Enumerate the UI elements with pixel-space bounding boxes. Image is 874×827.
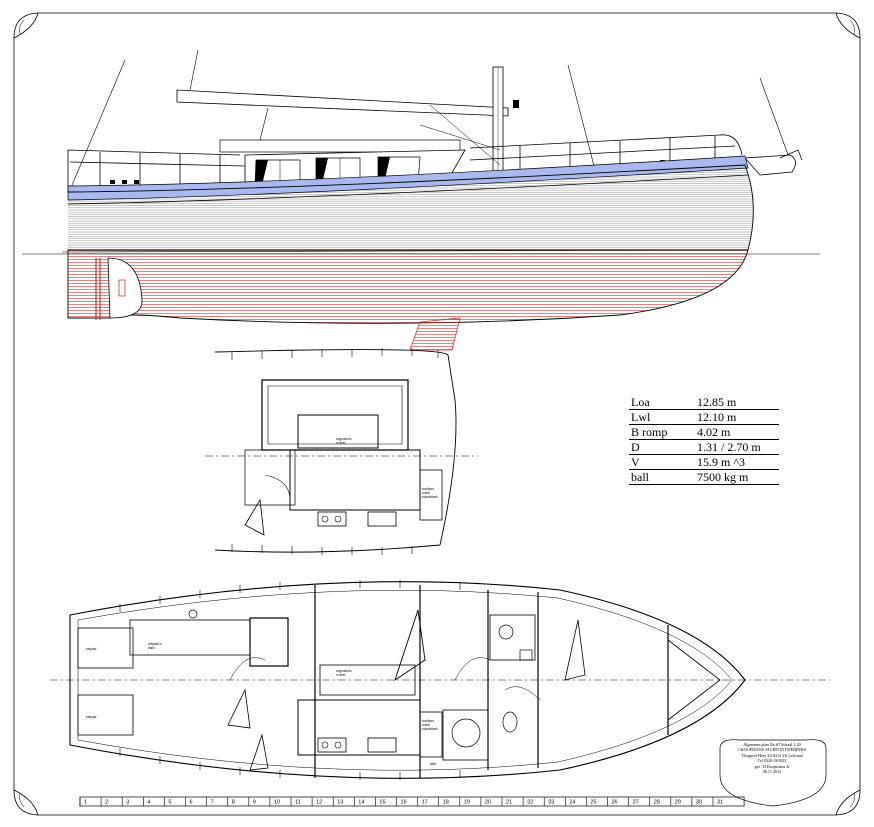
spec-label: B romp [629,424,695,440]
scale-tick-label: 19 [464,800,470,806]
scale-tick-label: 11 [295,800,301,806]
scale-tick-label: 28 [654,800,660,806]
spec-label: ball [629,469,695,485]
scale-tick-label: 12 [316,800,322,806]
boom [176,89,509,117]
scale-tick-label: 8 [232,800,235,806]
scale-tick-label: 2 [105,800,108,806]
title-block: Algemeen plan No #7 Schaal 1:20 J.KOOPMA… [727,742,817,774]
title-line-2: J.KOOPMANS JACHTONTWERPERS [737,747,807,753]
scale-tick-label: 24 [569,800,575,806]
scale-bar-outline [79,796,745,807]
title-line-3: Vliegerer Heer 2ft 8212 ZS Lelystad [741,752,803,758]
svg-text:in deel: in deel [336,673,346,677]
svg-text:koelkast: koelkast [422,487,434,491]
spec-value: 12.85 m [695,395,779,410]
deck-plan-view [205,348,478,555]
scale-tick-label: 10 [274,800,280,806]
interior-plan-view [50,580,830,780]
scale-tick-label: 15 [379,800,385,806]
title-line-4: Tel 0320-261022 [757,758,787,764]
spec-label: Lwl [629,409,695,425]
svg-text:in deel: in deel [336,441,346,445]
scale-tick-label: 9 [253,800,256,806]
spec-value: 15.9 m ^3 [695,454,779,470]
hull-underwater [67,249,749,324]
svg-text:tafel: tafel [430,762,436,766]
drawing-frame [13,12,861,816]
scale-tick-label: 23 [548,800,554,806]
svg-text:zogenkruis: zogenkruis [336,669,352,673]
svg-text:bank: bank [148,646,155,650]
svg-text:onder: onder [422,491,431,495]
scale-tick-label: 20 [485,800,491,806]
svg-text:zetpaal in: zetpaal in [148,642,162,646]
side-elevation-view [22,49,820,351]
scale-tick-label: 22 [527,800,533,806]
scale-tick-label: 7 [211,800,214,806]
svg-text:zogenkruis: zogenkruis [336,437,352,441]
title-line-5: get : D.Koopmans Jr [754,763,790,769]
svg-text:zetpaal: zetpaal [86,647,97,651]
scale-tick-label: 29 [675,800,681,806]
title-line-1: Algemeen plan No #7 Schaal 1:20 [743,742,801,747]
scale-tick-label: 30 [696,800,702,806]
scale-tick-label: 27 [633,800,639,806]
scale-tick-label: 16 [401,800,407,806]
scale-tick-label: 21 [506,800,512,806]
svg-text:zetpaal: zetpaal [86,715,97,719]
scale-tick-label: 3 [126,800,129,806]
scale-tick-label: 4 [147,800,150,806]
spec-value: 7500 kg m [695,469,779,485]
title-line-6: 08.11.2013 [762,769,782,775]
scale-tick-label: 26 [612,800,618,806]
svg-text:buitenbank: buitenbank [422,495,438,499]
scale-tick-label: 13 [337,800,343,806]
scale-tick-label: 18 [443,800,449,806]
title-block-shield [719,739,827,807]
svg-text:buitenbank: buitenbank [422,727,438,731]
spec-label: V [629,454,695,470]
svg-text:onder: onder [422,723,431,727]
scale-tick-label: 25 [590,800,596,806]
spec-value: 1.31 / 2.70 m [695,439,779,455]
spec-value: 12.10 m [695,409,779,425]
spec-label: Loa [629,395,695,410]
scale-tick-label: 6 [190,800,193,806]
svg-text:koelkast: koelkast [422,719,434,723]
scale-tick-label: 31 [717,800,723,806]
spec-label: D [629,439,695,455]
keel [409,317,461,351]
scale-tick-label: 1 [84,800,87,806]
scale-tick-label: 17 [422,800,428,806]
scale-tick-label: 14 [358,800,364,806]
scale-tick-label: 5 [168,800,171,806]
spec-value: 4.02 m [695,424,779,440]
